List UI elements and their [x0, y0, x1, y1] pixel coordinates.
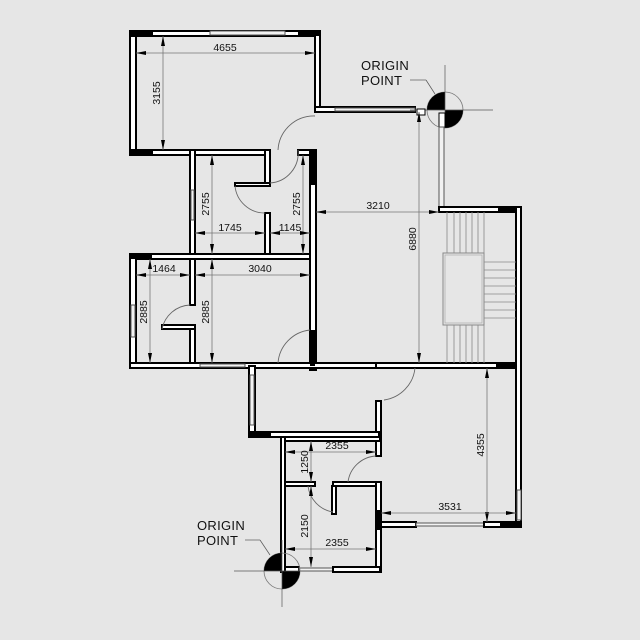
- origin-label-top: ORIGIN POINT: [361, 58, 409, 88]
- bathrooms: [129, 149, 317, 371]
- origin-label-bottom: ORIGIN POINT: [197, 518, 245, 548]
- corridor-window: [334, 107, 416, 112]
- origin-marker-top: [410, 65, 493, 129]
- dim-lower-bottom-width: 2355: [325, 537, 349, 549]
- dim-bath1-height: 2755: [200, 192, 212, 216]
- origin-marker-bottom: [234, 539, 301, 607]
- origin-label-line1: ORIGIN: [361, 58, 410, 73]
- dim-bath1-width: 1745: [218, 222, 242, 234]
- dim-lower-top-height: 1250: [299, 450, 311, 474]
- dimension-labels: 4655 3155 2755 1745 2755 1145 3210 6880 …: [138, 42, 487, 549]
- dim-bath2-height: 2755: [291, 192, 303, 216]
- lower-rooms: [248, 367, 522, 573]
- dim-hall-width: 3210: [366, 200, 390, 212]
- staircase: [438, 206, 522, 528]
- dim-bath2-width: 1145: [279, 222, 302, 234]
- dim-small-room-width: 1464: [152, 263, 176, 275]
- door-arc: [277, 115, 316, 151]
- dim-mid-room-height: 2885: [200, 300, 212, 324]
- dim-top-room-width: 4655: [213, 42, 237, 54]
- dim-small-room-height: 2885: [138, 300, 150, 324]
- dimension-lines: [136, 36, 516, 567]
- origin-label-line1: ORIGIN: [197, 518, 246, 533]
- dim-lower-top-width: 2355: [325, 440, 349, 452]
- dim-mid-room-width: 3040: [248, 263, 272, 275]
- middle-rooms: [129, 253, 522, 437]
- dim-right-room-height: 4355: [475, 433, 487, 457]
- dim-hall-height: 6880: [407, 227, 419, 251]
- hall-window: [438, 126, 445, 208]
- dim-top-room-height: 3155: [151, 81, 163, 105]
- dim-right-room-width: 3531: [438, 501, 462, 513]
- dim-lower-bottom-height: 2150: [299, 514, 311, 538]
- origin-label-line2: POINT: [361, 73, 403, 88]
- origin-label-line2: POINT: [197, 533, 239, 548]
- top-room: [129, 30, 416, 156]
- top-window: [209, 30, 286, 36]
